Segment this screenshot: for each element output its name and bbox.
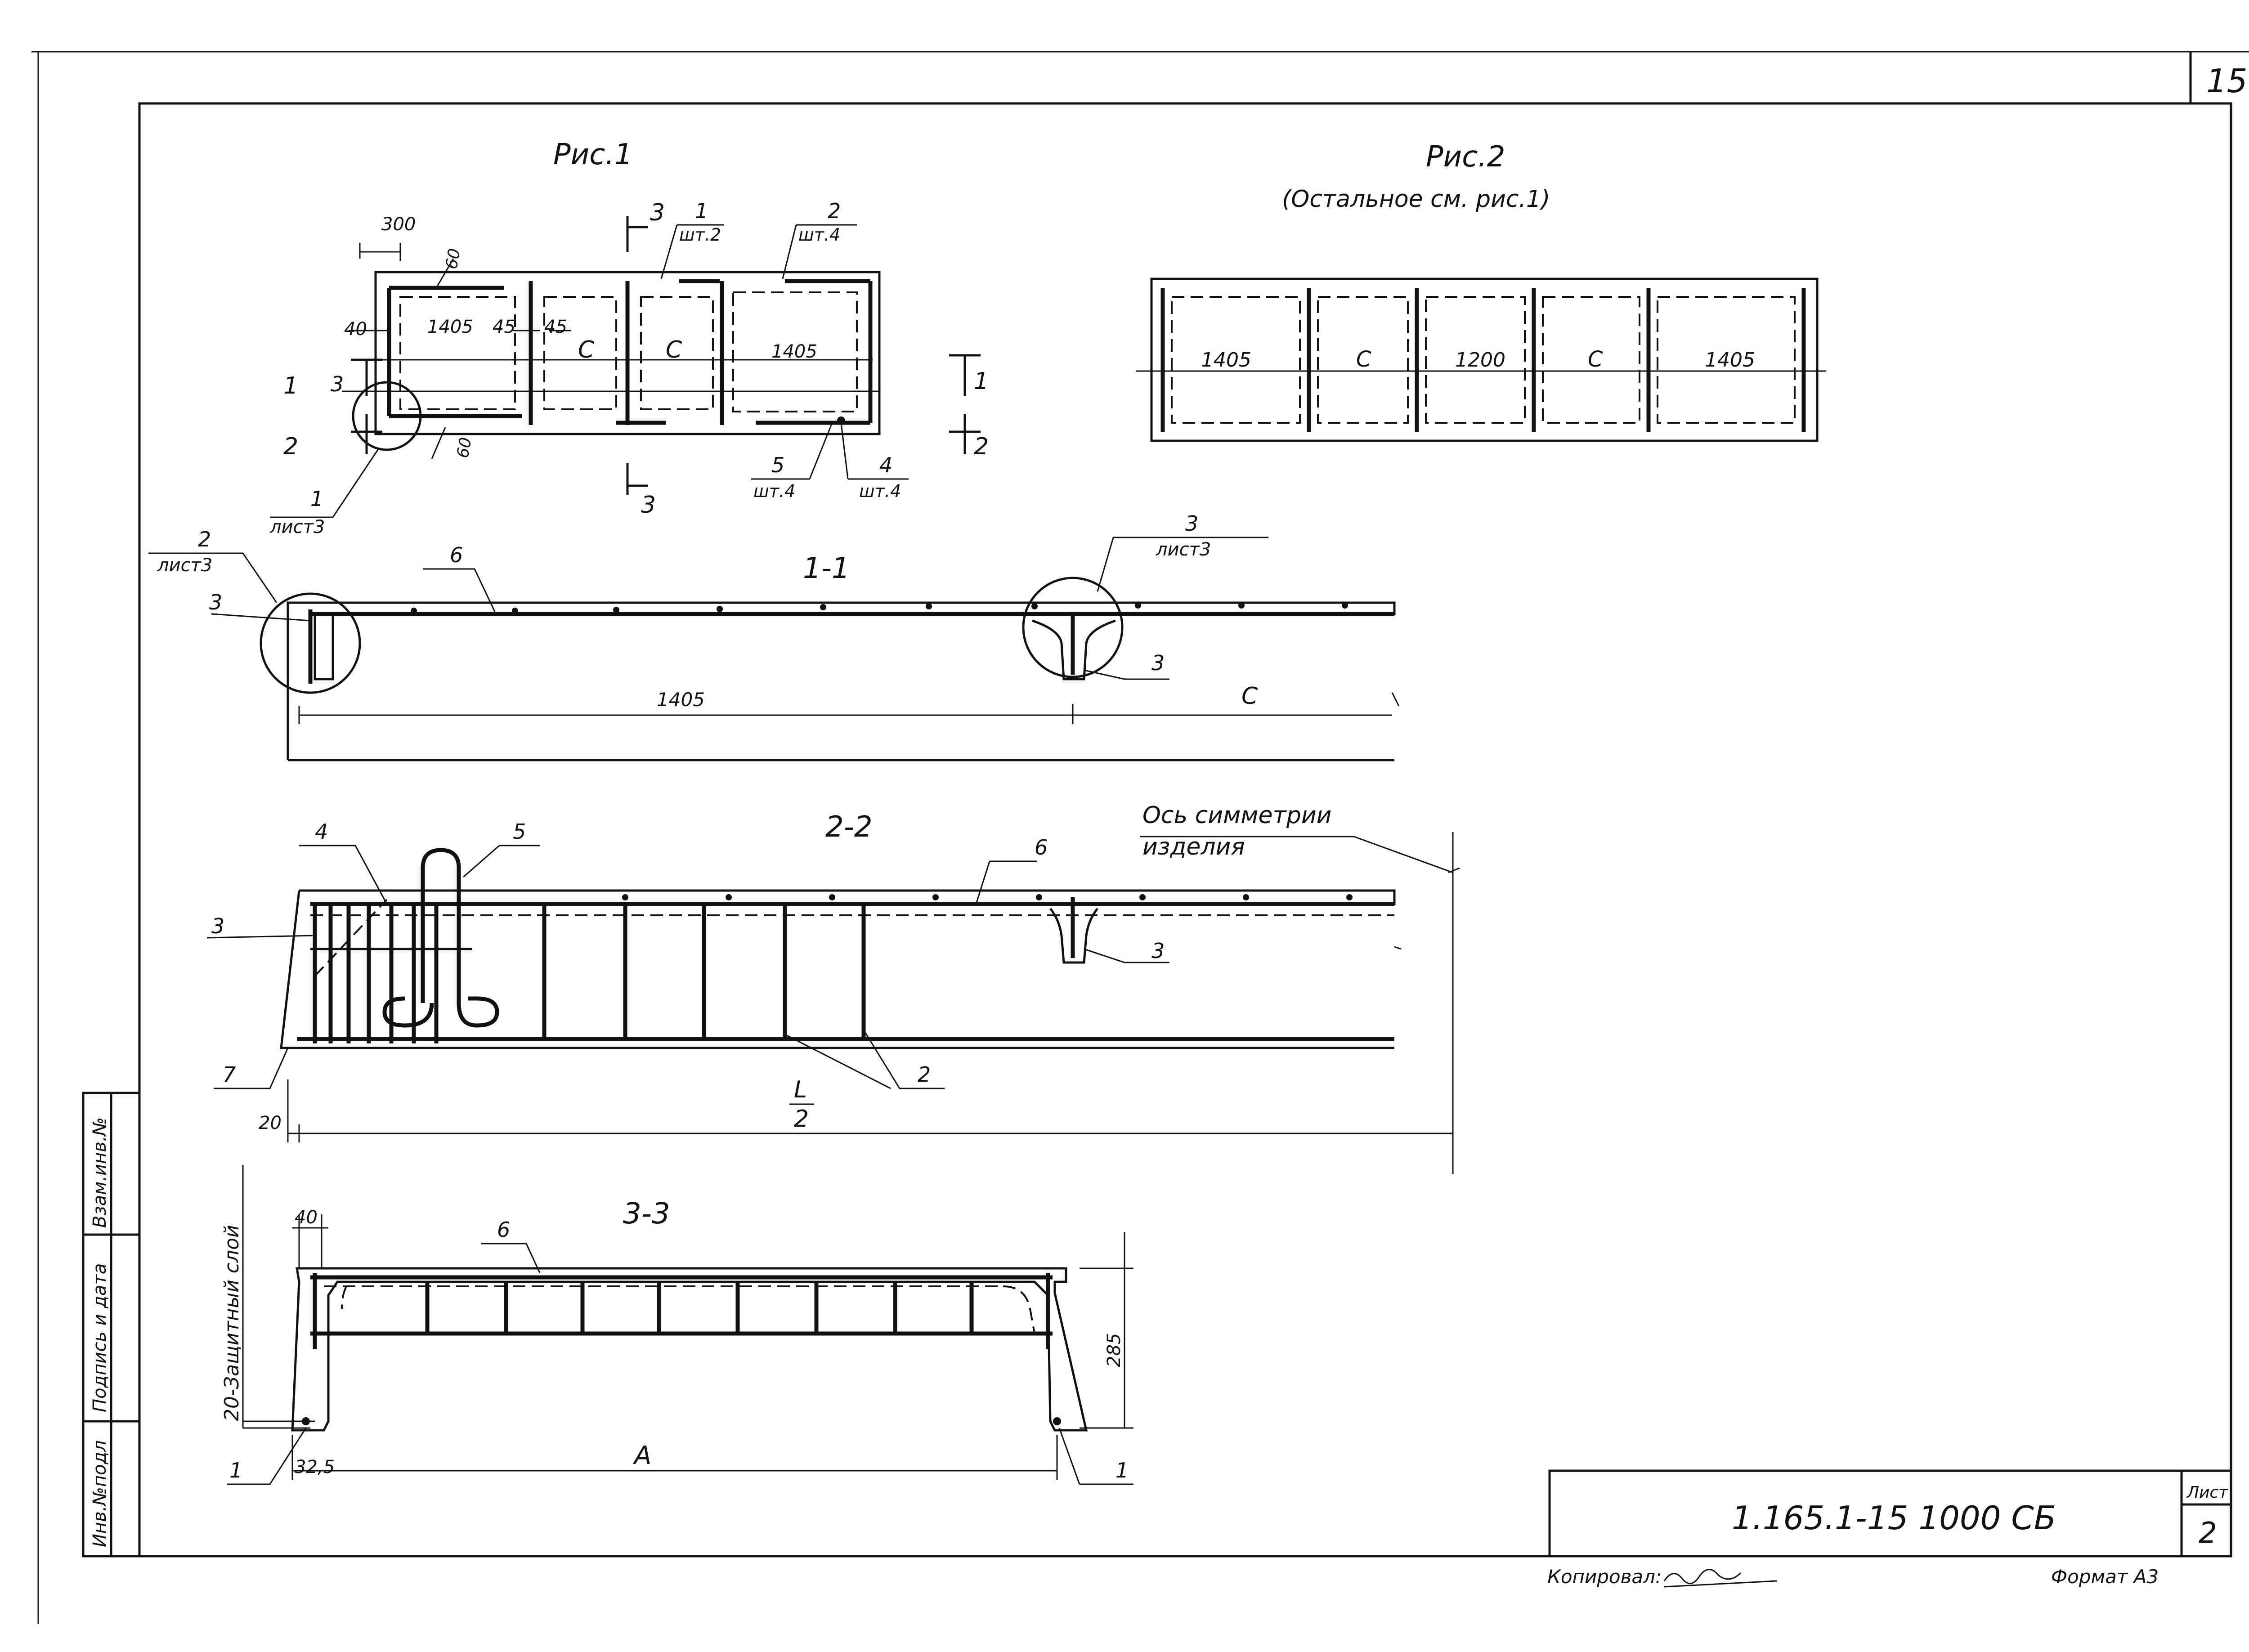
- section-3-3-pos-1-right: 1: [1116, 1458, 1129, 1482]
- section-mark-1-right: 1: [974, 368, 989, 395]
- callout-4-num: 4: [879, 453, 892, 477]
- section-mark-3-left: 3: [331, 372, 344, 396]
- stamp-inv-label: Инв.№подл: [90, 1440, 110, 1547]
- section-mark-1-left: 1: [283, 372, 298, 399]
- fig2-plan: [1136, 278, 1826, 442]
- section-2-2-drawing: [280, 832, 1460, 1174]
- node1-num: 1: [310, 487, 323, 511]
- section-1-1-callout-lines: [148, 537, 1268, 680]
- section-2-2-dim-20: 20: [259, 1113, 282, 1133]
- fig2-cell-2: С: [1356, 347, 1371, 372]
- callout-2-num: 2: [828, 199, 841, 223]
- section-3-3-dim-40: 40: [295, 1207, 318, 1228]
- section-3-3-pos-1-left: 1: [229, 1458, 242, 1482]
- axis-of-symmetry-line2: изделия: [1142, 833, 1245, 860]
- section-2-2-pos-3-right: 3: [1151, 939, 1165, 963]
- axis-of-symmetry-line1: Ось симметрии: [1142, 802, 1331, 829]
- dim-45-b: 45: [544, 317, 567, 337]
- section-2-2-pos-5: 5: [513, 819, 526, 844]
- section-2-2-rebars: [622, 894, 1353, 900]
- section-2-2-pos-4: 4: [315, 819, 328, 844]
- stamp-sign-label: Подпись и дата: [90, 1263, 110, 1412]
- section-1-1-dim-1405: 1405: [657, 689, 705, 711]
- side-stamp: [82, 1092, 141, 1558]
- section-mark-2-right: 2: [974, 433, 989, 460]
- callout-2-qty: шт.4: [798, 225, 840, 245]
- sheet-frame: [31, 51, 2249, 1624]
- section-3-3-title: 3-3: [623, 1197, 670, 1231]
- node3-sheet: лист3: [1156, 539, 1211, 560]
- stamp-replace-label: Взам.инв.№: [90, 1117, 110, 1228]
- fig1-callout-lines: [270, 224, 909, 518]
- callout-5-num: 5: [771, 453, 784, 477]
- document-code: 1.165.1-15 1000 СБ: [1732, 1499, 2056, 1537]
- format-label: Формат А3: [2051, 1566, 2159, 1588]
- copier-signature: [1663, 1569, 1777, 1588]
- section-1-1-dim-c: С: [1241, 683, 1258, 710]
- dim-60-bottom: 60: [453, 436, 475, 459]
- dim-40: 40: [344, 319, 367, 340]
- section-3-3-pos-6: 6: [497, 1218, 510, 1242]
- section-3-3-dim-a: А: [633, 1441, 651, 1470]
- node2-sheet: лист3: [157, 555, 212, 576]
- section-2-2-pos-6: 6: [1035, 835, 1048, 860]
- callout-1-qty: шт.2: [679, 225, 721, 245]
- fig2-cell-3: 1200: [1455, 349, 1505, 372]
- section-2-2-dim-half: 2: [794, 1106, 809, 1133]
- section-2-2-pos-2: 2: [918, 1062, 931, 1087]
- section-mark-2-left: 2: [283, 433, 298, 460]
- dim-c-2: С: [666, 336, 682, 363]
- fig1-plan: [342, 243, 881, 459]
- dim-300: 300: [381, 214, 416, 235]
- copied-label: Копировал:: [1547, 1566, 1662, 1588]
- section-2-2-callout-lines: [206, 836, 1453, 1089]
- section-3-3-dim-285: 285: [1104, 1333, 1124, 1367]
- fig2-subtitle: (Остальное см. рис.1): [1282, 186, 1550, 213]
- section-mark-3-top: 3: [650, 199, 665, 226]
- dim-1405-left: 1405: [427, 317, 473, 337]
- fig2-cell-1: 1405: [1201, 349, 1251, 372]
- callout-1-num: 1: [695, 199, 708, 223]
- list-label: Лист: [2186, 1483, 2228, 1502]
- fig2-cell-4: С: [1588, 347, 1603, 372]
- section-1-1-drawing: [260, 577, 1400, 761]
- list-number: 2: [2199, 1517, 2217, 1550]
- dim-c-1: С: [578, 336, 595, 363]
- node2-num: 2: [198, 527, 211, 551]
- node1-sheet: лист3: [269, 517, 325, 537]
- fig2-title: Рис.2: [1426, 140, 1505, 174]
- callout-4-qty: шт.4: [859, 481, 901, 501]
- section-3-3-callout-lines: [227, 1243, 1133, 1485]
- protective-layer-label: 20-Защитный слой: [220, 1225, 243, 1421]
- section-2-2-dim-l: L: [794, 1076, 807, 1103]
- section-1-1-pos-3-left: 3: [209, 590, 222, 614]
- section-1-1-pos-6: 6: [450, 543, 463, 567]
- section-mark-3-bottom: 3: [641, 492, 656, 519]
- dim-60-top: 60: [442, 247, 464, 270]
- fig2-cell-5: 1405: [1705, 349, 1755, 372]
- callout-5-qty: шт.4: [753, 481, 795, 501]
- page-number: 15: [2206, 62, 2248, 100]
- section-2-2-pos-3-left: 3: [211, 914, 224, 938]
- fig1-section-marks: [351, 216, 981, 495]
- dim-1405-right: 1405: [771, 341, 817, 362]
- section-3-3-dim-32-5: 32,5: [295, 1457, 335, 1477]
- section-2-2-pos-7: 7: [223, 1062, 236, 1087]
- section-1-1-rebars: [411, 602, 1348, 614]
- section-1-1-pos-3-right: 3: [1151, 651, 1165, 675]
- dim-45-a: 45: [493, 317, 515, 337]
- section-2-2-title: 2-2: [825, 810, 873, 844]
- section-3-3-drawing: [242, 1165, 1133, 1480]
- section-1-1-title: 1-1: [803, 552, 850, 585]
- node3-num: 3: [1185, 511, 1198, 536]
- fig1-title: Рис.1: [553, 138, 632, 171]
- title-block: [1548, 1469, 2232, 1558]
